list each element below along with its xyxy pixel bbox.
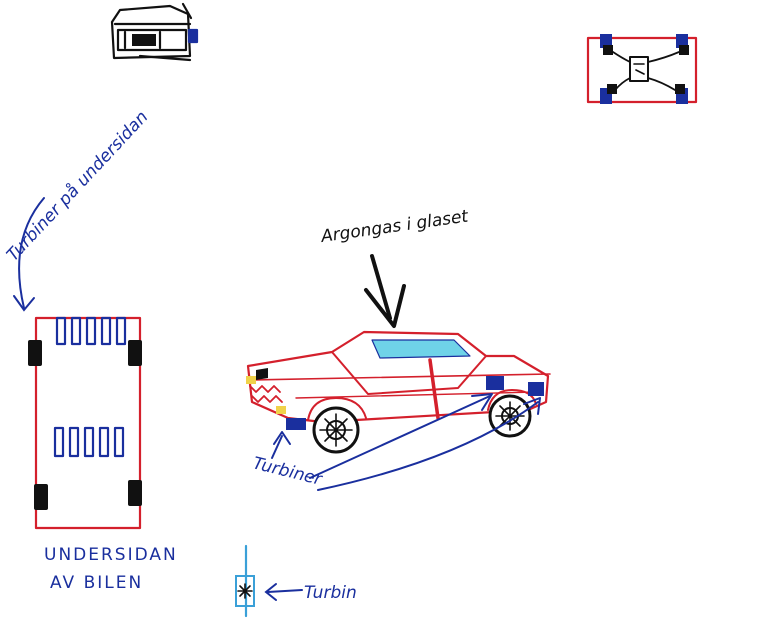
label-turbiner-underside: Turbiner på undersidan <box>2 107 152 266</box>
front-wheel <box>312 406 360 454</box>
arrow-turbin <box>264 583 303 601</box>
label-turbiner-car: Turbiner <box>251 453 325 490</box>
fan-icon <box>237 583 253 599</box>
label-turbin: Turbin <box>304 583 357 603</box>
turbine-front <box>286 418 306 430</box>
turbine-rear <box>528 382 544 396</box>
label-underside-line2: AV BILEN <box>50 573 143 593</box>
arrow-argon <box>364 254 406 328</box>
label-argon: Argongas i glaset <box>319 206 471 247</box>
turbin-detail <box>235 544 255 618</box>
rear-wheel <box>488 394 532 438</box>
arrows-turbiner <box>271 393 541 491</box>
arrow-to-underside <box>13 197 45 312</box>
label-underside-line1: UNDERSIDAN <box>44 545 178 565</box>
turbine-middle <box>486 376 504 390</box>
car-side-view <box>246 330 551 454</box>
car-top-view-small <box>586 34 698 104</box>
small-car-sketch <box>110 2 199 62</box>
car-underside-view <box>28 316 142 530</box>
